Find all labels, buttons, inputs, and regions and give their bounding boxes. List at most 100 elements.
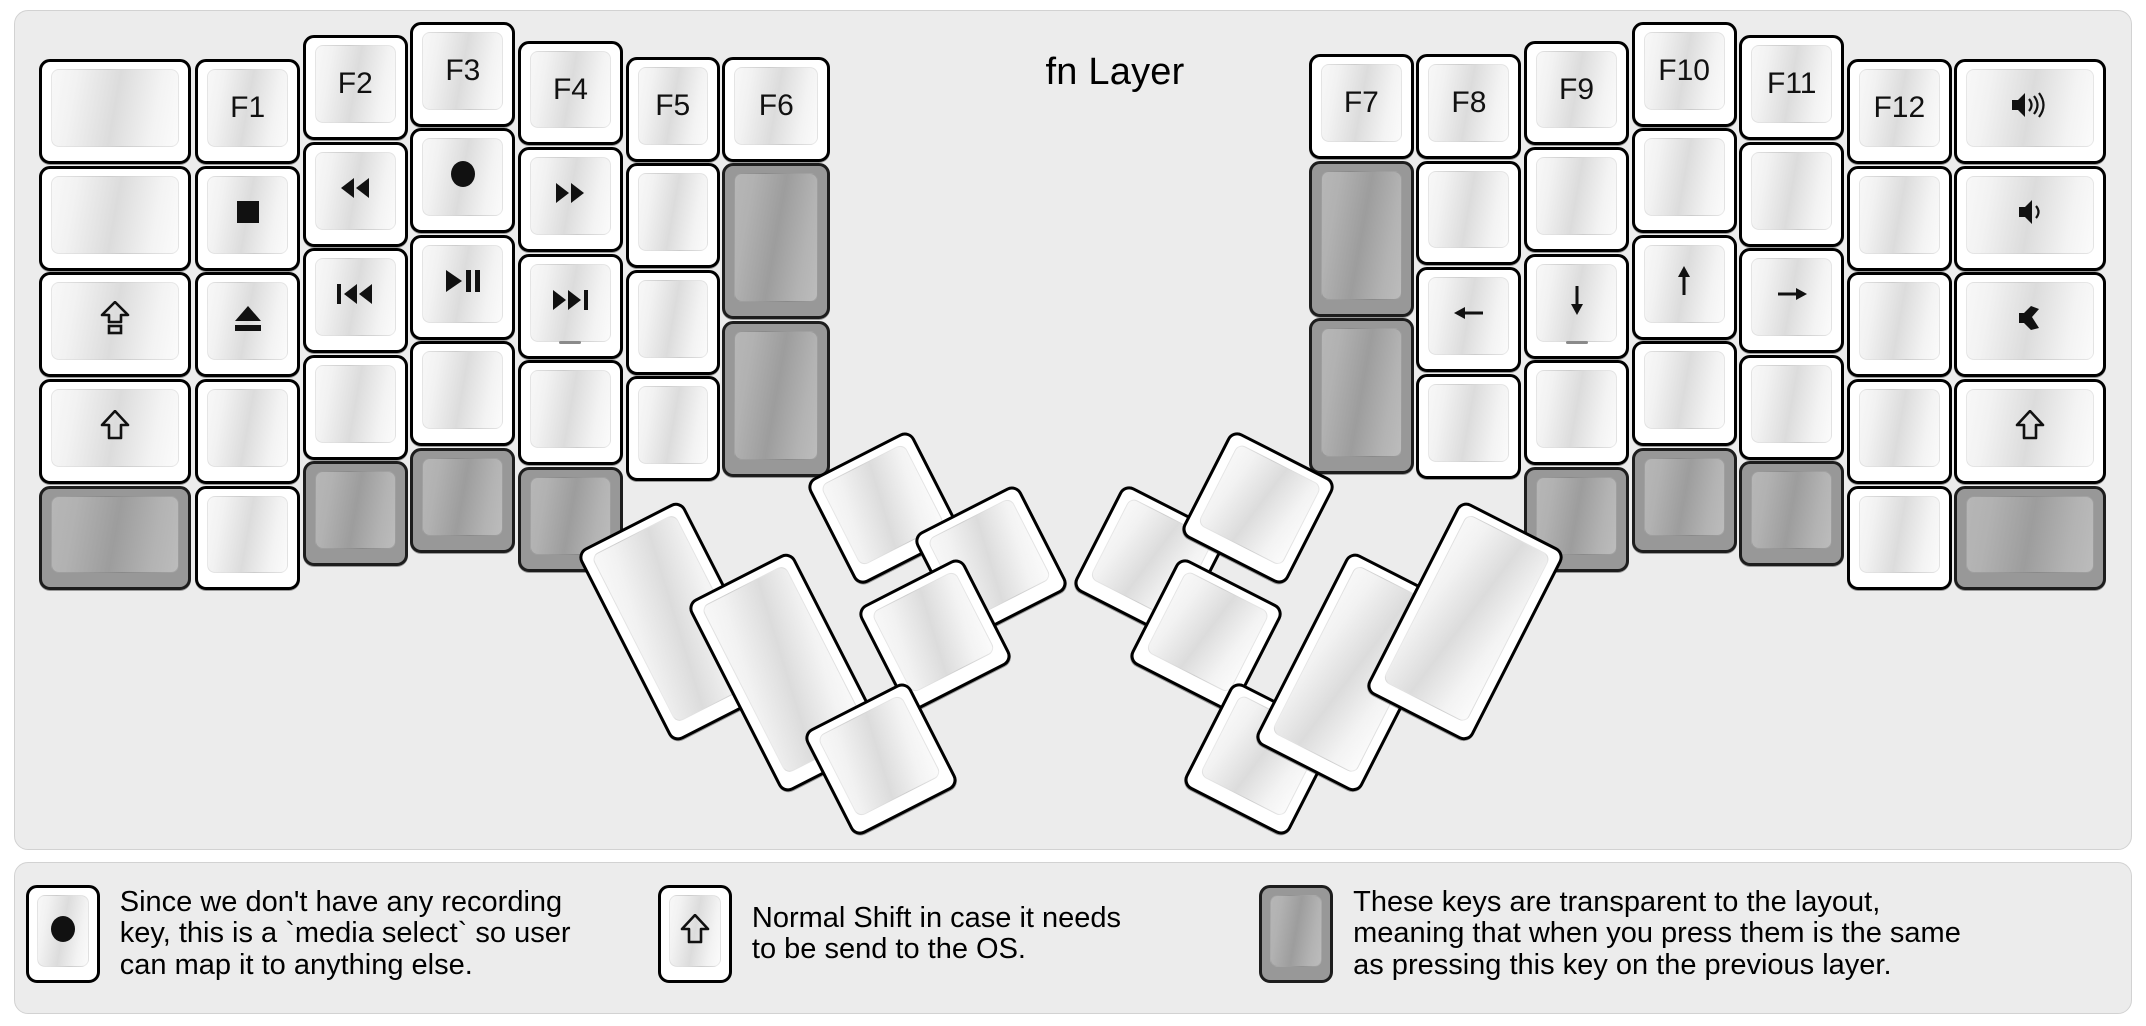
- f6-key-icon: F6: [758, 88, 794, 122]
- key-left-inner-most-1[interactable]: F6: [722, 56, 831, 162]
- key-left-ring-1[interactable]: F2: [302, 35, 408, 141]
- keycap-face: [207, 388, 289, 467]
- key-left-middle-1[interactable]: F3: [410, 21, 516, 127]
- key-left-pinky-4[interactable]: [195, 378, 301, 484]
- keycap-face: [530, 263, 611, 342]
- key-left-inner-index-2[interactable]: [625, 163, 720, 269]
- keycap-face: [422, 138, 504, 217]
- key-left-pinky-5[interactable]: [195, 485, 301, 591]
- keycap-face: [530, 370, 611, 449]
- key-right-index-2[interactable]: [1524, 147, 1629, 253]
- legend-note-text-1: Since we don't have any recording key, t…: [119, 886, 571, 981]
- legend-note-2: Normal Shift in case it needs to be send…: [657, 885, 1121, 983]
- keycap-face: [1270, 895, 1323, 967]
- keycap-face: [314, 151, 396, 230]
- legend-note-text-3: These keys are transparent to the layout…: [1353, 886, 1961, 981]
- key-right-pinky-5[interactable]: [1846, 485, 1952, 591]
- key-left-ring-5[interactable]: [302, 461, 408, 567]
- keycap-face: [422, 351, 504, 430]
- key-right-middle-4[interactable]: [1631, 341, 1737, 447]
- key-right-ring-5[interactable]: [1739, 461, 1845, 567]
- key-left-pinky-2[interactable]: [195, 165, 301, 271]
- keycap-face: [870, 569, 997, 695]
- key-right-ring-1[interactable]: F11: [1739, 35, 1845, 141]
- keycap-face: [530, 157, 611, 236]
- key-left-outer-pinky-5[interactable]: [39, 485, 192, 591]
- key-left-index-2[interactable]: [518, 147, 623, 253]
- keycap-face: [51, 388, 180, 467]
- key-left-middle-5[interactable]: [410, 447, 516, 553]
- key-left-ring-3[interactable]: [302, 248, 408, 354]
- key-right-inner-most-3[interactable]: [1308, 318, 1414, 475]
- key-left-inner-most-3[interactable]: [722, 320, 831, 477]
- key-left-inner-most-2[interactable]: [722, 163, 831, 320]
- key-right-index-3[interactable]: [1524, 253, 1629, 359]
- keycap-face: F12: [1858, 69, 1940, 148]
- shift-arrow-icon: [100, 409, 130, 446]
- keycap-face: F6: [734, 66, 819, 145]
- key-right-inner-index-2[interactable]: [1416, 160, 1522, 266]
- key-right-pinky-4[interactable]: [1846, 378, 1952, 484]
- keycap-face: [207, 282, 289, 361]
- keycap-face: [1751, 151, 1833, 230]
- key-left-middle-3[interactable]: [410, 234, 516, 340]
- caps-lock-icon: [100, 301, 130, 341]
- keycap-face: F1: [207, 69, 289, 148]
- key-left-pinky-1[interactable]: F1: [195, 59, 301, 165]
- key-left-middle-4[interactable]: [410, 341, 516, 447]
- key-left-pinky-3[interactable]: [195, 272, 301, 378]
- f5-key-icon: F5: [655, 88, 691, 122]
- key-left-inner-index-4[interactable]: [625, 376, 720, 482]
- key-right-outer-pinky-5[interactable]: [1954, 485, 2107, 591]
- key-left-index-3[interactable]: [518, 253, 623, 359]
- key-right-outer-pinky-4[interactable]: [1954, 378, 2107, 484]
- key-left-outer-pinky-1[interactable]: [39, 59, 192, 165]
- key-right-middle-2[interactable]: [1631, 128, 1737, 234]
- key-left-ring-4[interactable]: [302, 354, 408, 460]
- key-left-inner-index-1[interactable]: F5: [625, 56, 720, 162]
- key-left-index-1[interactable]: F4: [518, 40, 623, 146]
- key-right-pinky-1[interactable]: F12: [1846, 59, 1952, 165]
- key-right-pinky-2[interactable]: [1846, 165, 1952, 271]
- legend-key-sample-1: [25, 885, 100, 983]
- key-right-inner-index-4[interactable]: [1416, 373, 1522, 479]
- keycap-face: [314, 471, 396, 550]
- key-left-index-4[interactable]: [518, 360, 623, 466]
- key-right-ring-2[interactable]: [1739, 141, 1845, 247]
- key-left-outer-pinky-3[interactable]: [39, 272, 192, 378]
- key-right-index-4[interactable]: [1524, 360, 1629, 466]
- key-right-inner-most-2[interactable]: [1308, 160, 1414, 317]
- volume-mute-icon: [2017, 304, 2043, 338]
- key-right-outer-pinky-2[interactable]: [1954, 165, 2107, 271]
- keycap-face: [1751, 258, 1833, 337]
- key-right-middle-3[interactable]: [1631, 234, 1737, 340]
- key-right-outer-pinky-3[interactable]: [1954, 272, 2107, 378]
- keycap-face: [1196, 443, 1323, 568]
- keycap-face: [1320, 170, 1402, 300]
- keycap-face: [207, 495, 289, 574]
- key-right-outer-pinky-1[interactable]: [1954, 59, 2107, 165]
- keycap-face: [1858, 495, 1940, 574]
- key-left-inner-index-3[interactable]: [625, 269, 720, 375]
- previous-track-icon: [336, 282, 374, 312]
- key-right-pinky-3[interactable]: [1846, 272, 1952, 378]
- key-right-ring-4[interactable]: [1739, 354, 1845, 460]
- keycap-face: [1428, 277, 1510, 355]
- key-right-inner-most-1[interactable]: F7: [1308, 54, 1414, 159]
- key-left-middle-2[interactable]: [410, 128, 516, 234]
- key-right-inner-index-1[interactable]: F8: [1416, 54, 1522, 159]
- key-right-index-1[interactable]: F9: [1524, 40, 1629, 146]
- key-left-ring-2[interactable]: [302, 141, 408, 247]
- keycap-face: F7: [1320, 64, 1402, 142]
- key-right-inner-index-3[interactable]: [1416, 267, 1522, 372]
- key-right-middle-5[interactable]: [1631, 447, 1737, 553]
- keycap-face: [637, 173, 708, 252]
- f8-key-icon: F8: [1451, 85, 1487, 119]
- key-right-middle-1[interactable]: F10: [1631, 21, 1737, 127]
- key-left-outer-pinky-2[interactable]: [39, 165, 192, 271]
- f3-key-icon: F3: [445, 53, 481, 87]
- f10-key-icon: F10: [1658, 53, 1710, 87]
- key-right-ring-3[interactable]: [1739, 248, 1845, 354]
- key-left-outer-pinky-4[interactable]: [39, 378, 192, 484]
